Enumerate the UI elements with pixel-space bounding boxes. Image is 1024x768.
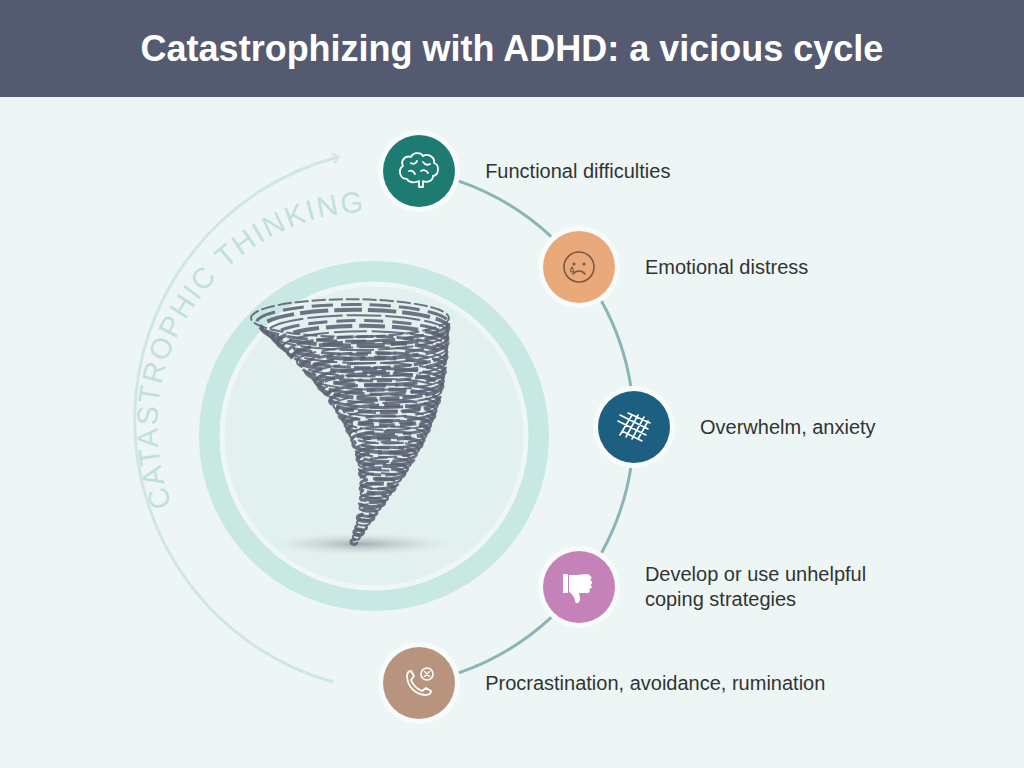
cycle-connector	[459, 181, 551, 237]
tornado	[251, 299, 449, 544]
icon-circle: Functional difficulties	[383, 135, 455, 207]
step-label: Develop or use unhelpful coping strategi…	[645, 562, 910, 612]
icon-circle: Emotional distress	[543, 231, 615, 303]
outer-ring	[199, 261, 549, 611]
title-bar: Catastrophizing with ADHD: a vicious cyc…	[0, 0, 1024, 97]
icon	[383, 135, 455, 207]
title: Catastrophizing with ADHD: a vicious cyc…	[141, 28, 884, 70]
cycle-connector	[459, 617, 551, 673]
icon-circle: Develop or use unhelpful coping strategi…	[543, 551, 615, 623]
icon-circle: Overwhelm, anxiety	[598, 391, 670, 463]
tornado-stroke	[351, 540, 357, 545]
step-label: Functional difficulties	[485, 158, 670, 183]
icon	[543, 551, 615, 623]
step-label: Emotional distress	[645, 254, 808, 279]
tornado-stroke	[357, 519, 370, 525]
inner-disk	[222, 284, 526, 588]
icon	[598, 391, 670, 463]
curved-label: CATASTROPHIC THINKING	[131, 185, 366, 513]
icon	[383, 647, 455, 719]
cycle-connector	[602, 301, 631, 386]
step-label: Procrastination, avoidance, rumination	[485, 671, 825, 696]
icon	[543, 231, 615, 303]
curved-label-text: CATASTROPHIC THINKING	[131, 185, 366, 513]
cycle-connector	[602, 468, 631, 553]
icon-circle: Procrastination, avoidance, rumination	[383, 647, 455, 719]
step-label: Overwhelm, anxiety	[700, 415, 876, 440]
